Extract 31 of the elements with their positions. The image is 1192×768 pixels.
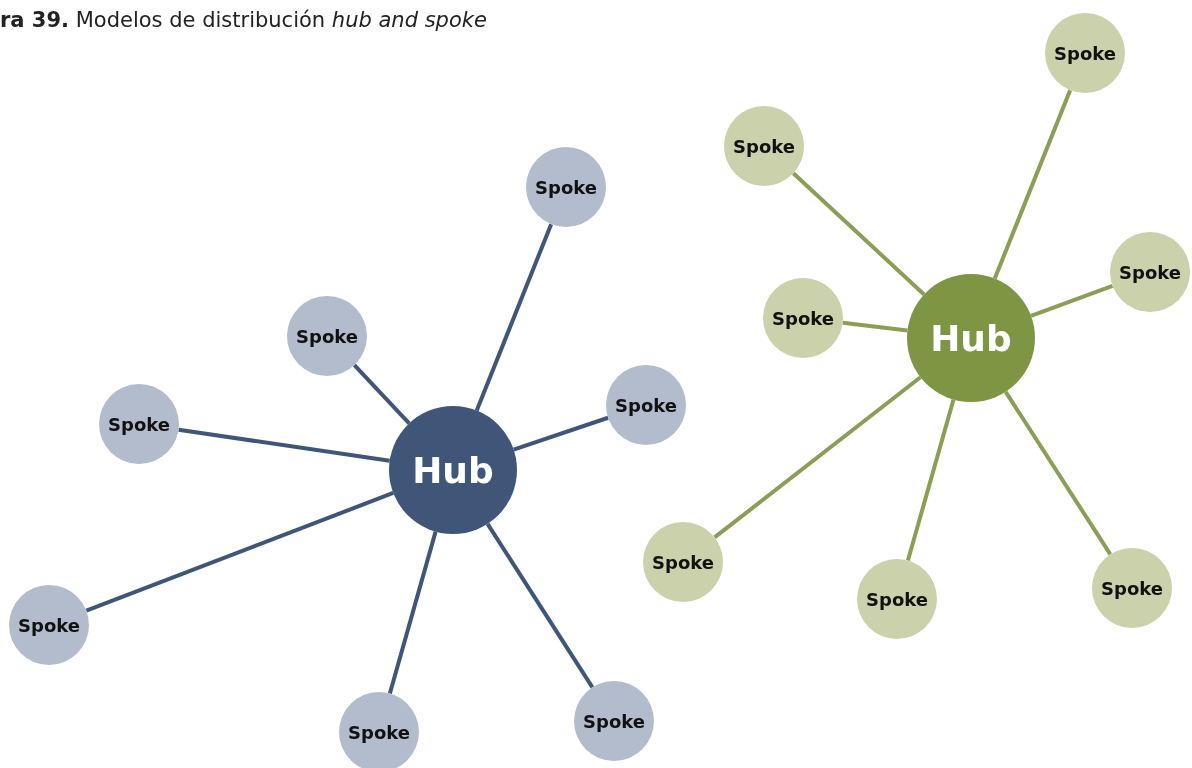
node-label: Spoke <box>615 394 677 416</box>
node-label: Spoke <box>348 721 410 743</box>
connector-line <box>1030 283 1114 318</box>
node-label: Hub <box>930 317 1012 359</box>
connector-line <box>906 399 956 562</box>
connector-line <box>842 320 908 333</box>
node-label: Hub <box>412 449 494 491</box>
connector-line <box>387 531 438 695</box>
node-label: Spoke <box>18 614 80 636</box>
connector-line <box>474 223 554 412</box>
node-label: Spoke <box>1119 261 1181 283</box>
node-label: Spoke <box>583 710 645 732</box>
node-label: Spoke <box>108 413 170 435</box>
connector-line <box>992 89 1072 280</box>
node-label: Spoke <box>652 551 714 573</box>
connector-line <box>485 522 595 689</box>
connector-line <box>513 415 609 452</box>
connector-line <box>178 427 390 463</box>
node-label: Spoke <box>866 588 928 610</box>
connector-line <box>791 171 926 296</box>
figure-title: ra 39. Modelos de distribución hub and spoke <box>0 8 487 32</box>
connector-line <box>1003 390 1113 556</box>
connector-line <box>85 491 394 613</box>
connector-line <box>352 363 411 425</box>
node-label: Spoke <box>772 307 834 329</box>
node-label: Spoke <box>1054 42 1116 64</box>
node-label: Spoke <box>1101 577 1163 599</box>
node-label: Spoke <box>733 135 795 157</box>
node-label: Spoke <box>535 176 597 198</box>
connector-line <box>713 375 922 539</box>
node-label: Spoke <box>296 325 358 347</box>
